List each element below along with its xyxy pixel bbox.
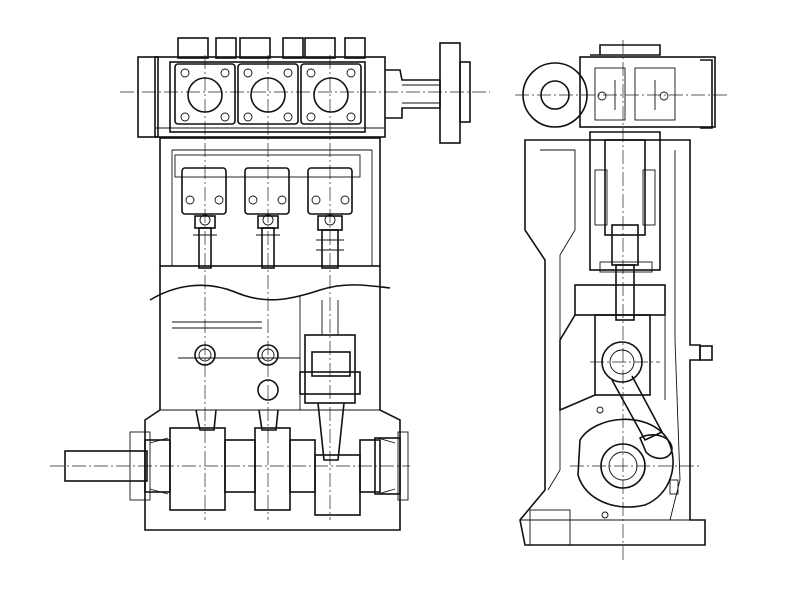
side-frame: [519, 131, 713, 546]
crosshead-3: [299, 300, 361, 461]
valve-cover-3: [300, 63, 362, 125]
crankshaft: [64, 427, 409, 516]
discharge-flange: [385, 42, 471, 144]
valve-manifold: [137, 37, 386, 138]
front-break-line: [149, 284, 391, 301]
side-valve-head: [522, 44, 716, 129]
valve-cover-2: [237, 63, 299, 125]
plunger-assembly-3: [307, 167, 353, 269]
front-view: [50, 37, 490, 531]
plunger-assembly-2: [244, 167, 290, 269]
upper-frame: [159, 137, 381, 267]
side-connecting-rod: [611, 375, 673, 460]
plunger-assembly-1: [181, 167, 227, 269]
valve-cover-1: [174, 63, 236, 125]
connecting-rods: [195, 409, 279, 431]
side-crank: [577, 406, 679, 519]
side-plunger: [589, 139, 661, 321]
side-view: [515, 40, 730, 560]
crankcase: [144, 266, 401, 531]
side-crosshead: [559, 284, 666, 412]
side-centerlines: [515, 40, 730, 560]
